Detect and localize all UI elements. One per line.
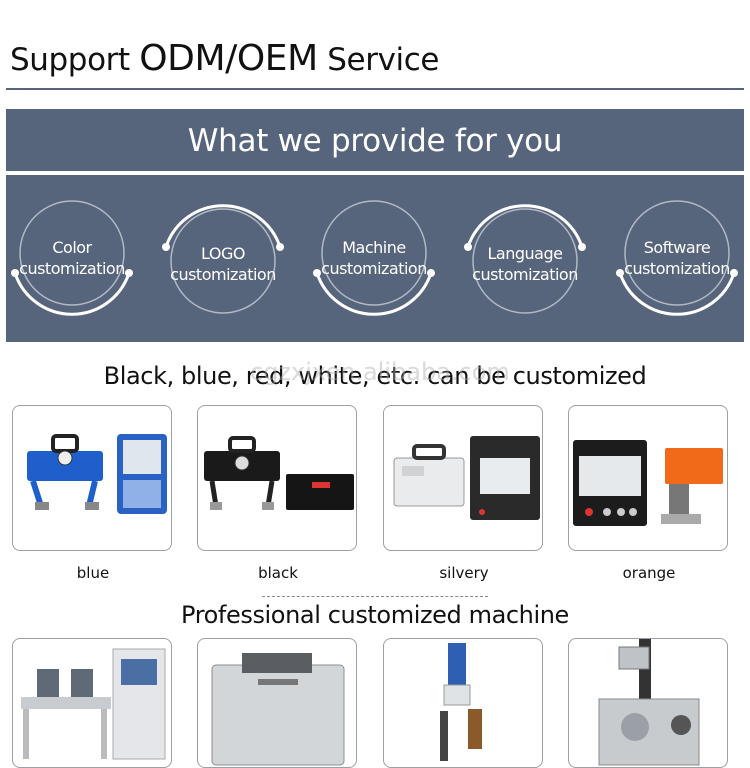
service-line2: customization [624, 259, 730, 278]
orange-marking-machine-image [573, 440, 723, 526]
page-header: Support ODM/OEM Service [10, 38, 439, 79]
services-banner: Color customization LOGO customization Mac… [6, 175, 744, 342]
banner-title: What we provide for you [6, 109, 744, 171]
product-card-blue[interactable] [12, 405, 172, 551]
circle-arc-icon [616, 200, 738, 316]
circle-arc-icon [11, 200, 133, 316]
dashed-divider [262, 596, 488, 597]
custom-machine-card-1[interactable] [12, 638, 172, 768]
blue-marking-machine-image [27, 434, 167, 514]
caption-blue: blue [76, 564, 110, 582]
circle-arc-icon [464, 204, 586, 314]
colors-section-title: Black, blue, red, white, etc. can be cus… [103, 362, 647, 390]
service-logo-customization: LOGO customization [158, 193, 288, 323]
circle-arc-icon [313, 200, 435, 316]
service-software-customization: Software customization [612, 193, 742, 323]
header-prefix: Support [10, 42, 130, 78]
service-color-customization: Color customization [7, 193, 137, 323]
service-line1: Software [643, 238, 711, 257]
circle-arc-icon [162, 204, 284, 314]
service-line1: Machine [342, 238, 406, 257]
fixture-machine-image [598, 639, 700, 766]
custom-machine-card-3[interactable] [383, 638, 543, 768]
vertical-marker-machine-image [440, 643, 482, 761]
dual-head-machine-image [21, 648, 166, 760]
service-machine-customization: Machine customization [309, 193, 439, 323]
silvery-marking-machine-image [393, 436, 540, 520]
product-card-silvery[interactable] [383, 405, 543, 551]
service-line2: customization [472, 265, 578, 284]
service-line2: customization [170, 265, 276, 284]
product-card-black[interactable] [197, 405, 357, 551]
custom-machine-card-2[interactable] [197, 638, 357, 768]
header-suffix: Service [327, 42, 440, 78]
service-line2: customization [321, 259, 427, 278]
service-line2: customization [19, 259, 125, 278]
caption-orange: orange [622, 564, 676, 582]
header-odm-oem: ODM/OEM [139, 38, 318, 79]
service-line1: LOGO [201, 244, 245, 263]
custom-machine-card-4[interactable] [568, 638, 728, 768]
service-line1: Language [487, 244, 563, 263]
product-card-orange[interactable] [568, 405, 728, 551]
caption-silvery: silvery [439, 564, 489, 582]
header-divider [6, 88, 744, 90]
black-marking-machine-image [204, 436, 354, 510]
service-language-customization: Language customization [460, 193, 590, 323]
caption-black: black [258, 564, 298, 582]
machine-section-title: Professional customized machine [181, 601, 569, 629]
silver-box-machine-image [211, 653, 345, 766]
service-line1: Color [52, 238, 92, 257]
